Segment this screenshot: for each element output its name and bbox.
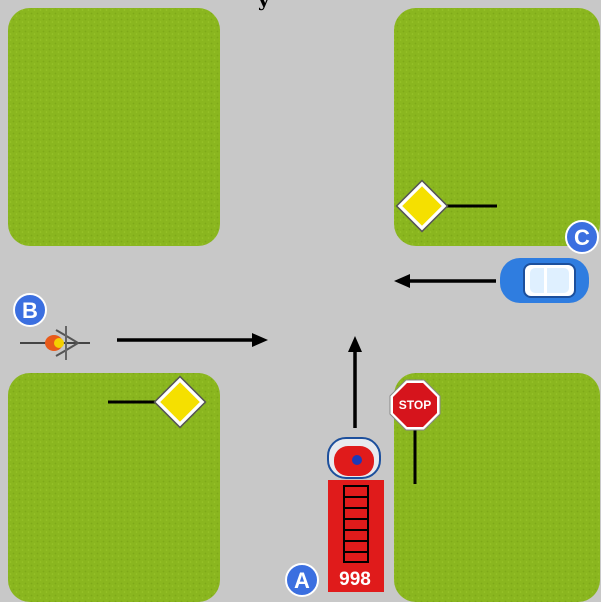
arrow-bicycle-b-right: [117, 333, 268, 347]
grass-block-bottom-left: [8, 373, 220, 602]
label-badge-b: B: [13, 293, 47, 327]
header-text: y: [257, 0, 271, 11]
stop-sign: STOP: [389, 379, 441, 484]
grass-block-top-left: [8, 8, 220, 246]
fire-truck-icon: 998: [327, 437, 384, 592]
label-c-text: C: [574, 225, 590, 250]
label-badge-a: A: [285, 563, 319, 597]
arrow-truck-a-up: [348, 336, 362, 428]
grass-block-top-right: [394, 8, 600, 246]
label-badge-c: C: [565, 220, 599, 254]
grass-block-bottom-right: [394, 373, 600, 602]
car-icon: [500, 258, 589, 303]
arrow-car-c-left: [394, 274, 496, 288]
bicycle-icon: [20, 326, 90, 360]
priority-road-sign-bottom-left: [108, 375, 207, 429]
priority-road-sign-top-right: [395, 179, 497, 233]
fire-truck-number: 998: [339, 569, 371, 590]
label-a-text: A: [294, 568, 310, 593]
label-b-text: B: [22, 298, 38, 323]
stop-sign-text: STOP: [399, 398, 431, 412]
